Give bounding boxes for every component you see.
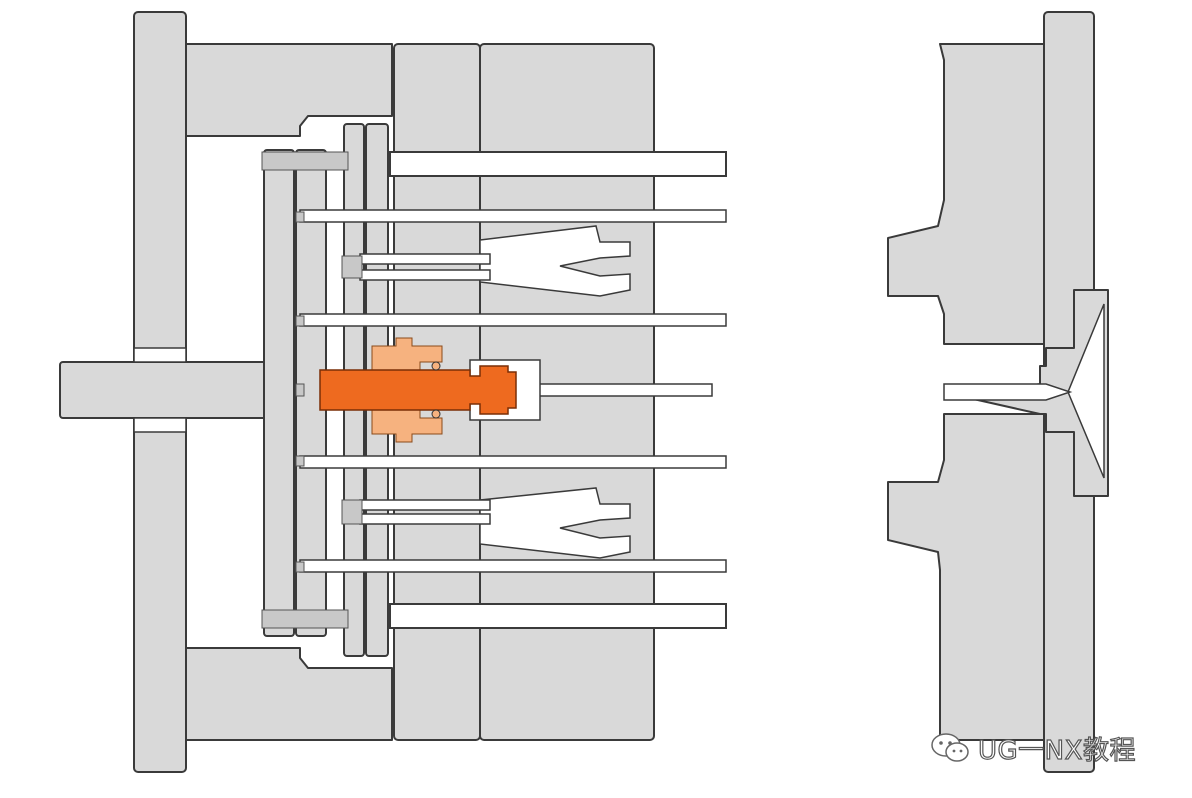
ejector-rod: [59, 361, 267, 419]
bolt-head-1: [295, 211, 305, 223]
ejector-pin-4: [299, 559, 727, 573]
fixed-plate-upper: [887, 43, 1045, 345]
return-pin-bottom: [389, 603, 727, 629]
ejector-pin-2: [299, 313, 727, 327]
bolt-head-7: [341, 499, 363, 525]
clamp-plate-slot: [133, 347, 187, 363]
highlighted-accelerator: [319, 365, 517, 415]
support-block-top: [185, 43, 393, 137]
runner-pin-upper-a: [359, 253, 491, 265]
clamp-plate-slot-lower: [133, 417, 187, 433]
runner-pin-lower-a: [359, 499, 491, 511]
fixed-plate-lower: [887, 413, 1045, 741]
bolt-head-6: [341, 255, 363, 279]
watermark: UG一NX教程: [930, 728, 1136, 768]
molded-part-lower: [479, 487, 631, 559]
support-block-bottom: [185, 647, 393, 741]
wechat-icon: [931, 733, 969, 762]
bolt-head-5: [295, 561, 305, 573]
runner-pin-lower-b: [359, 513, 491, 525]
return-pin-head-top: [261, 151, 349, 171]
ejector-pin-3: [299, 455, 727, 469]
bolt-head-2: [295, 315, 305, 327]
sprue-channel: [1067, 303, 1105, 479]
ejector-pin-1: [299, 209, 727, 223]
return-pin-head-bottom: [261, 609, 349, 629]
bolt-head-4: [295, 455, 305, 467]
runner-pin-upper-b: [359, 269, 491, 281]
watermark-text: UG一NX教程: [977, 735, 1136, 766]
molded-part-upper: [479, 225, 631, 297]
ejector-retainer-plate: [263, 149, 295, 637]
pin-ring-top: [431, 361, 441, 371]
bolt-head-3: [295, 383, 305, 397]
pin-ring-bottom: [431, 409, 441, 419]
return-pin-top: [389, 151, 727, 177]
sprue-runner: [943, 383, 1073, 401]
